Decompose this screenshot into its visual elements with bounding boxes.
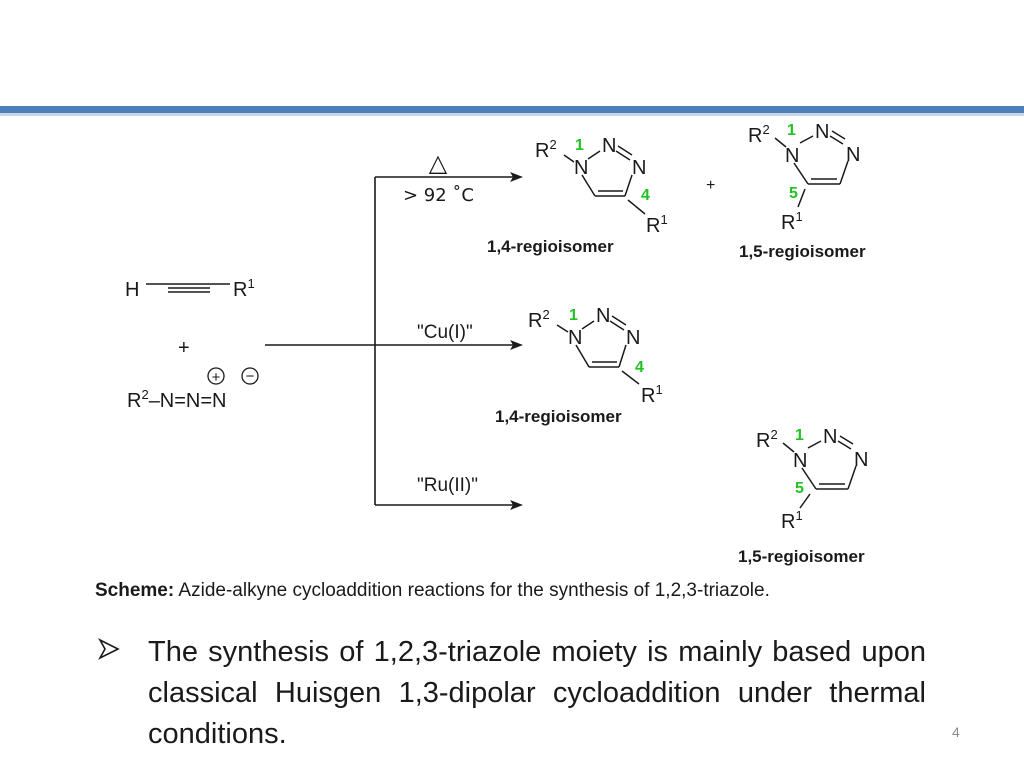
svg-text:R1: R1 bbox=[781, 209, 803, 234]
plus-sign-products: + bbox=[706, 177, 715, 194]
arrowhead-bullet-icon bbox=[98, 638, 120, 660]
svg-text:N: N bbox=[785, 145, 799, 167]
header-accent-bar bbox=[0, 106, 1024, 113]
header-accent-shadow bbox=[0, 113, 1024, 116]
azide-formula: R2–N=N=N bbox=[127, 387, 227, 412]
bullet-text: The synthesis of 1,2,3-triazole moiety i… bbox=[148, 636, 926, 750]
svg-text:5: 5 bbox=[789, 185, 798, 202]
triazole-15-ruthenium: R2 1 N N N 5 R1 bbox=[756, 426, 868, 533]
page-number: 4 bbox=[952, 724, 960, 740]
heat-triangle-icon: △ bbox=[429, 149, 448, 177]
azide-charge-plus: + bbox=[212, 369, 221, 386]
scheme-caption: Scheme: Azide-alkyne cycloaddition react… bbox=[95, 580, 770, 602]
svg-text:N: N bbox=[568, 327, 582, 349]
triazole-15-thermal: R2 1 N N N 5 R1 bbox=[748, 121, 860, 234]
svg-text:R1: R1 bbox=[646, 212, 668, 237]
label-14-regioisomer-thermal: 1,4-regioisomer bbox=[487, 237, 614, 256]
svg-text:5: 5 bbox=[795, 480, 804, 497]
condition-thermal-temp: > 92 ˚C bbox=[403, 185, 474, 206]
triazole-14-thermal: R2 1 N N N 4 R1 bbox=[535, 135, 668, 237]
condition-ruthenium: "Ru(II)" bbox=[417, 475, 478, 496]
triazole-14-copper: R2 1 N N N 4 R1 bbox=[528, 305, 663, 407]
svg-text:N: N bbox=[632, 157, 646, 179]
azide-charge-minus: − bbox=[246, 368, 255, 385]
svg-text:1: 1 bbox=[787, 122, 796, 139]
label-14-regioisomer-copper: 1,4-regioisomer bbox=[495, 407, 622, 426]
label-15-regioisomer-ruthenium: 1,5-regioisomer bbox=[738, 547, 865, 566]
alkyne-h: H bbox=[125, 279, 139, 301]
svg-text:N: N bbox=[596, 305, 610, 327]
svg-text:N: N bbox=[815, 121, 829, 143]
svg-text:4: 4 bbox=[641, 187, 650, 204]
svg-text:R2: R2 bbox=[756, 427, 778, 452]
svg-text:1: 1 bbox=[795, 427, 804, 444]
svg-text:N: N bbox=[793, 450, 807, 472]
svg-text:4: 4 bbox=[635, 359, 644, 376]
svg-text:R1: R1 bbox=[641, 382, 663, 407]
svg-text:N: N bbox=[823, 426, 837, 448]
svg-text:N: N bbox=[574, 157, 588, 179]
svg-text:R2: R2 bbox=[748, 122, 770, 147]
alkyne-r: R1 bbox=[233, 276, 255, 301]
svg-text:N: N bbox=[846, 144, 860, 166]
svg-text:R2: R2 bbox=[535, 137, 557, 162]
svg-text:R2: R2 bbox=[528, 307, 550, 332]
svg-text:N: N bbox=[854, 449, 868, 471]
caption-label: Scheme: bbox=[95, 580, 175, 601]
reaction-scheme: H R1 + + − R2–N=N=N △ > 92 ˚C "Cu(I)" "R… bbox=[125, 121, 868, 566]
svg-text:1: 1 bbox=[569, 307, 578, 324]
caption-text: Azide-alkyne cycloaddition reactions for… bbox=[174, 580, 770, 601]
svg-text:1: 1 bbox=[575, 137, 584, 154]
svg-text:N: N bbox=[626, 327, 640, 349]
svg-text:N: N bbox=[602, 135, 616, 157]
label-15-regioisomer-thermal: 1,5-regioisomer bbox=[739, 242, 866, 261]
condition-copper: "Cu(I)" bbox=[417, 322, 473, 343]
svg-text:R1: R1 bbox=[781, 508, 803, 533]
plus-sign-reactants: + bbox=[178, 337, 190, 359]
